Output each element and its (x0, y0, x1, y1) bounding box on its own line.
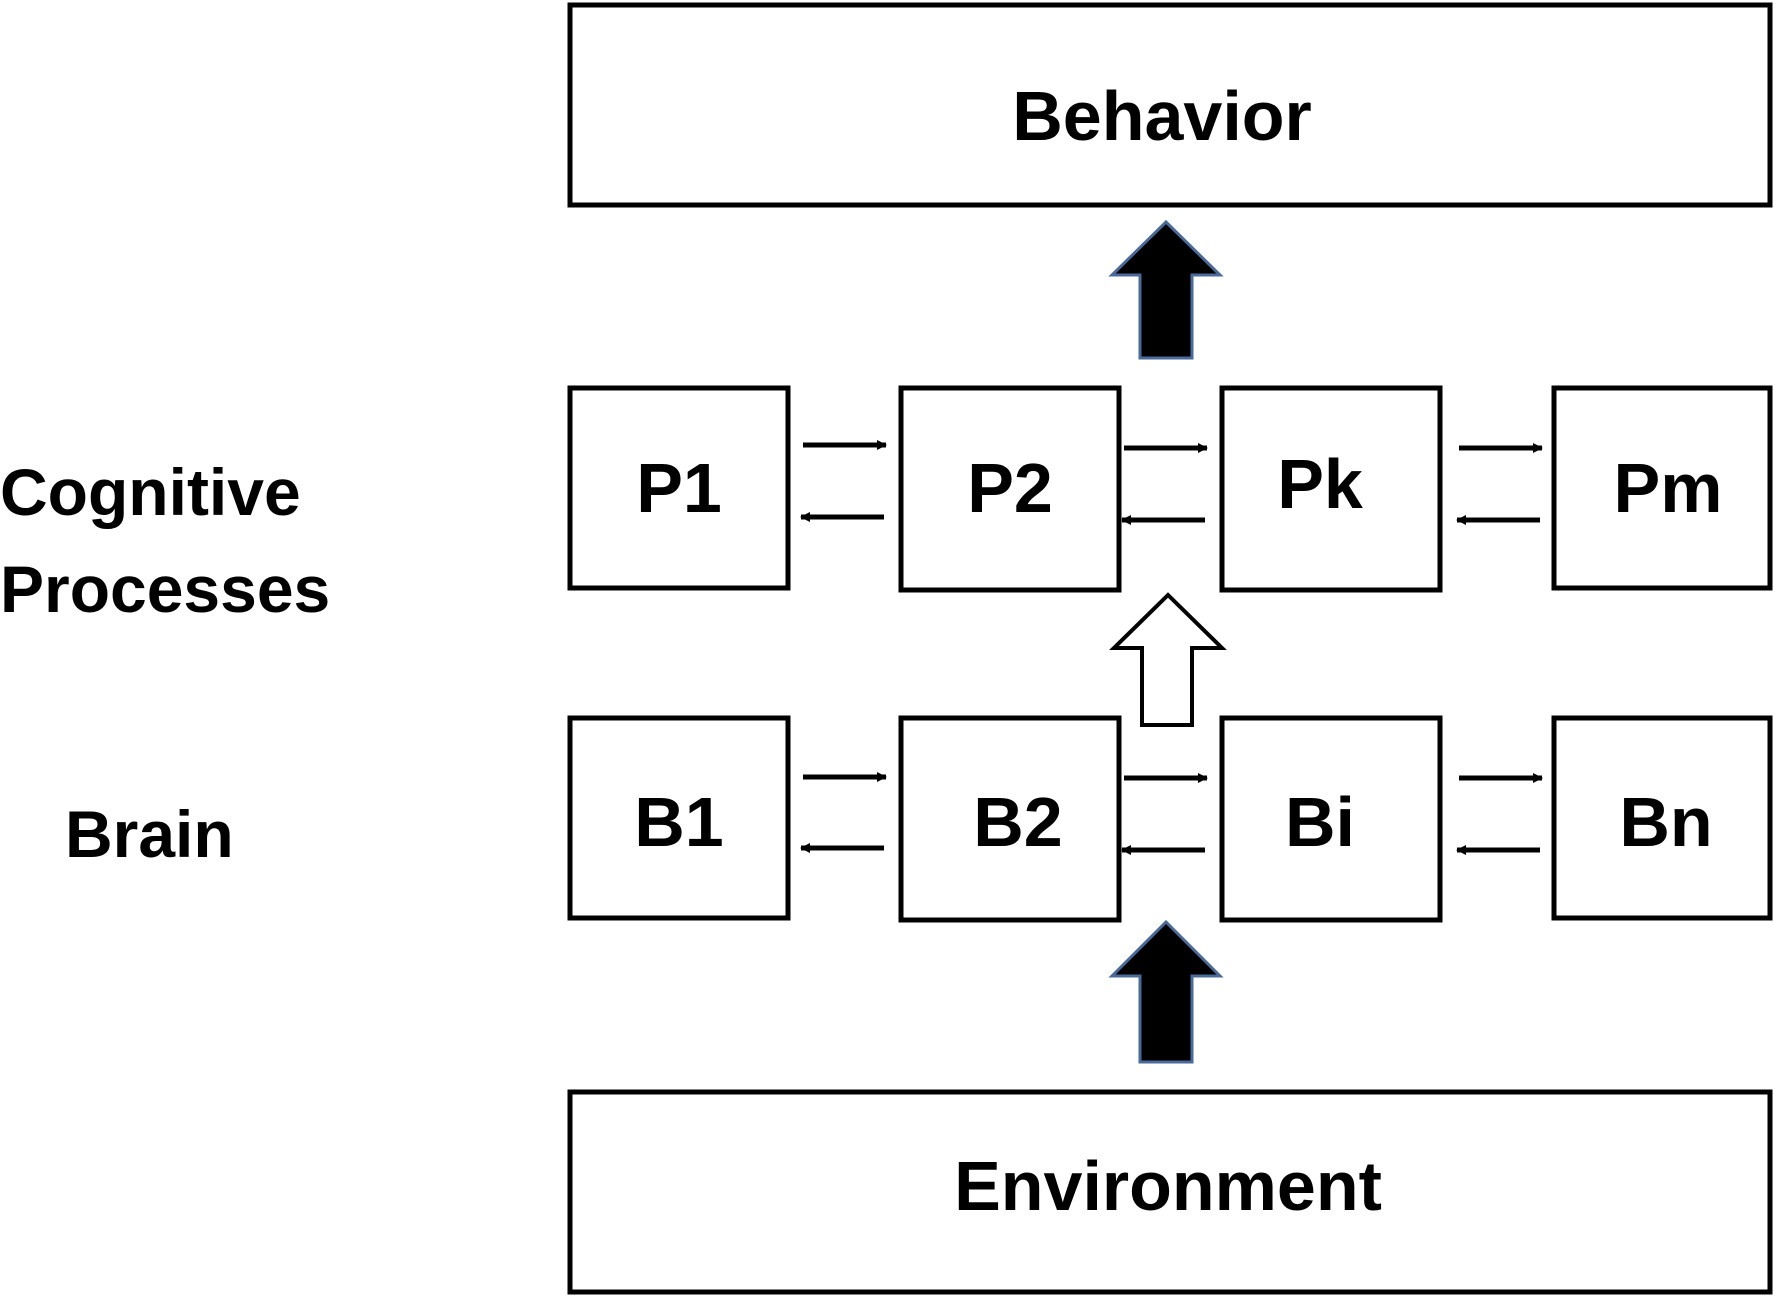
cognitive-processes-label-line2: Processes (0, 552, 330, 626)
brain-label: Brain (65, 797, 234, 871)
brain-to-process-arrow (1109, 592, 1227, 727)
process-box-label: Pk (1277, 445, 1363, 523)
brain-box-bi: Bi (1219, 715, 1443, 923)
behavior-label: Behavior (1012, 77, 1312, 155)
brain-box-label: B1 (634, 783, 723, 861)
process-box-pk: Pk (1219, 385, 1443, 593)
process-box-pm: Pm (1551, 385, 1773, 591)
brain-box-bn: Bn (1551, 715, 1773, 921)
process-box-label: P1 (636, 449, 722, 527)
cognitive-processes-label-line1: Cognitive (0, 455, 301, 529)
environment-label: Environment (954, 1147, 1382, 1225)
brain-box-label: Bi (1285, 783, 1355, 861)
behavior-box: Behavior (567, 2, 1773, 208)
environment-to-brain-arrow (1108, 919, 1224, 1064)
process-box-label: P2 (967, 449, 1053, 527)
brain-box-b2: B2 (898, 715, 1122, 923)
brain-box-label: B2 (973, 783, 1062, 861)
process-box-label: Pm (1614, 449, 1723, 527)
environment-box: Environment (567, 1089, 1773, 1295)
brain-box-b1: B1 (567, 715, 791, 921)
process-box-p2: P2 (898, 385, 1122, 593)
brain-box-label: Bn (1619, 783, 1712, 861)
process-to-behavior-arrow (1108, 219, 1224, 360)
process-box-p1: P1 (567, 385, 791, 591)
